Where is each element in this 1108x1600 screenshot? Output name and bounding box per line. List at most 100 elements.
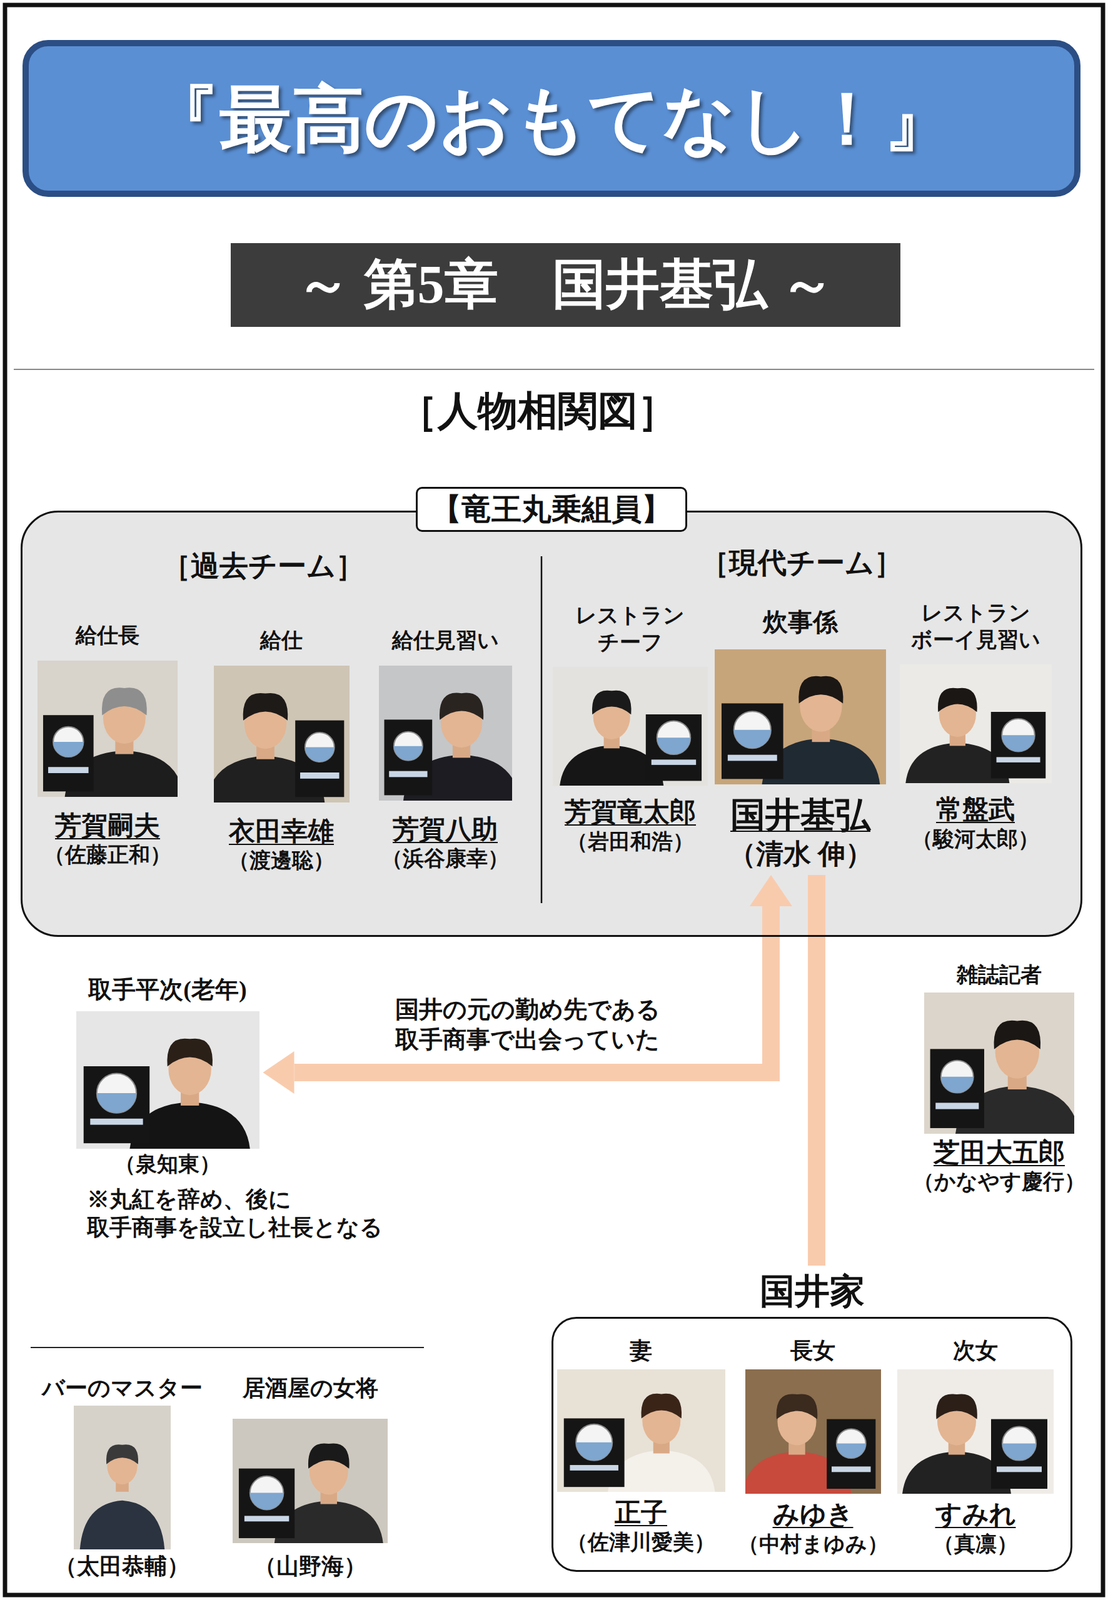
person-card: 長女みゆき（中村まゆみ）: [737, 1337, 889, 1559]
portrait-photo: [37, 660, 178, 798]
book-porthole: [250, 1476, 284, 1511]
character-name: 取手平次(老年): [88, 975, 247, 1006]
role-label: 給仕見習い: [392, 627, 499, 655]
book-sea: [393, 745, 423, 761]
team-divider: [540, 556, 543, 904]
book-porthole: [304, 732, 334, 763]
character-name: みゆき: [772, 1498, 854, 1532]
person-hair: [105, 1445, 138, 1465]
person-hair: [242, 692, 288, 721]
connector-arrow: [294, 906, 772, 1073]
book-porthole: [575, 1425, 613, 1462]
role-label: レストラン ボーイ見習い: [908, 600, 1043, 654]
portrait-photo: [232, 1419, 388, 1544]
book-band: [727, 755, 778, 762]
book-sea: [836, 1444, 866, 1459]
separator-line: [30, 1347, 424, 1349]
person-card: 雑誌記者芝田大五郎（かなやす慶行）: [912, 962, 1086, 1197]
book-cover: [991, 1420, 1048, 1490]
character-name: 芳賀竜太郎: [564, 795, 696, 830]
actor-name: （佐藤正和）: [43, 842, 172, 870]
book-band: [996, 757, 1040, 763]
person-card: 炊事係国井基弘（清水 伸）: [714, 607, 887, 872]
person-card: 給仕長芳賀嗣夫（佐藤正和）: [37, 622, 178, 870]
photo-ground: [714, 649, 887, 785]
portrait-photo: [378, 665, 513, 801]
portrait-photo: [897, 1369, 1054, 1495]
portrait-photo: [76, 1011, 260, 1150]
portrait-photo: [714, 649, 887, 785]
book-band: [831, 1466, 871, 1473]
person-hair: [166, 1038, 213, 1067]
book-sea: [1001, 735, 1035, 752]
note-text: ※丸紅を辞め、後に 取手商事を設立し社長となる: [86, 1186, 394, 1243]
role-label: 炊事係: [762, 607, 838, 639]
book-band: [569, 1465, 618, 1472]
actor-name: （岩田和浩）: [566, 829, 695, 857]
actor-name: （清水 伸）: [728, 837, 873, 872]
title-banner: [25, 43, 1078, 194]
actor-name: （太田恭輔）: [54, 1553, 190, 1582]
photo-ground: [899, 664, 1052, 784]
person-card: 給仕見習い芳賀八助（浜谷康幸）: [378, 627, 513, 873]
role-label: 居酒屋の女将: [242, 1374, 379, 1404]
portrait-photo: [924, 992, 1075, 1135]
role-label: 給仕長: [75, 622, 140, 650]
photo-ground: [73, 1406, 171, 1551]
actor-name: （泉知東）: [114, 1151, 221, 1179]
book-cover: [295, 720, 344, 798]
character-name: 芝田大五郎: [933, 1136, 1065, 1170]
role-label: 妻: [629, 1337, 653, 1366]
character-name: 正子: [614, 1496, 668, 1531]
book-porthole: [1002, 1427, 1037, 1462]
connector-arrow: [807, 875, 826, 1267]
edge-label: 国井の元の勤め先である 取手商事で出会っていた: [390, 995, 666, 1055]
page-frame: [5, 5, 1103, 1596]
person-card: バーのマスター（太田恭輔）: [41, 1374, 203, 1582]
team-heading: ［過去チーム］: [161, 548, 365, 585]
group-heading: 【竜王丸乗組員】: [415, 487, 688, 533]
book-porthole: [941, 1060, 974, 1093]
book-sea: [575, 1443, 613, 1462]
role-label: 雑誌記者: [956, 962, 1042, 990]
portrait-photo: [899, 664, 1052, 784]
portrait-photo: [73, 1406, 171, 1551]
photo-ground: [897, 1369, 1054, 1495]
book-sea: [657, 737, 691, 755]
portrait-photo: [213, 665, 350, 803]
person-hair: [640, 1394, 682, 1420]
book-band: [935, 1102, 979, 1110]
book-sea: [53, 741, 84, 757]
person-hair: [308, 1443, 350, 1469]
photo-ground: [557, 1369, 726, 1493]
book-porthole: [393, 731, 423, 761]
section-heading: ［人物相関図］: [397, 385, 678, 436]
book-sea: [304, 747, 334, 762]
book-band: [651, 759, 696, 766]
book-porthole: [96, 1073, 136, 1114]
person-hair: [937, 688, 978, 713]
book-sea: [1002, 1444, 1037, 1462]
book-band: [244, 1516, 289, 1522]
family-box: 妻正子（佐津川愛美）長女みゆき（中村まゆみ）次女すみれ（真凛）: [551, 1317, 1073, 1573]
book-porthole: [734, 711, 771, 749]
subtitle-band: [230, 243, 901, 328]
portrait-photo: [745, 1369, 882, 1495]
book-band: [48, 767, 89, 774]
actor-name: （かなやす慶行）: [912, 1169, 1086, 1197]
person-card: レストラン チーフ芳賀竜太郎（岩田和浩）: [552, 602, 708, 856]
actor-name: （真凛）: [932, 1531, 1018, 1559]
actor-name: （中村まゆみ）: [737, 1531, 889, 1559]
role-label: 給仕: [260, 627, 303, 655]
character-name: 国井基弘: [730, 793, 871, 838]
chapter-subtitle: ～ 第5章 国井基弘 ～: [296, 251, 835, 319]
book-cover: [930, 1049, 985, 1129]
person-card: 妻正子（佐津川愛美）: [557, 1337, 726, 1557]
portrait-photo: [552, 667, 708, 786]
character-name: 芳賀嗣夫: [55, 809, 161, 843]
role-label: レストラン チーフ: [570, 602, 690, 656]
role-label: 長女: [790, 1337, 836, 1366]
person-card: 給仕衣田幸雄（渡邊聡）: [213, 627, 350, 875]
group-heading: 国井家: [759, 1269, 865, 1314]
actor-name: （佐津川愛美）: [566, 1530, 716, 1557]
